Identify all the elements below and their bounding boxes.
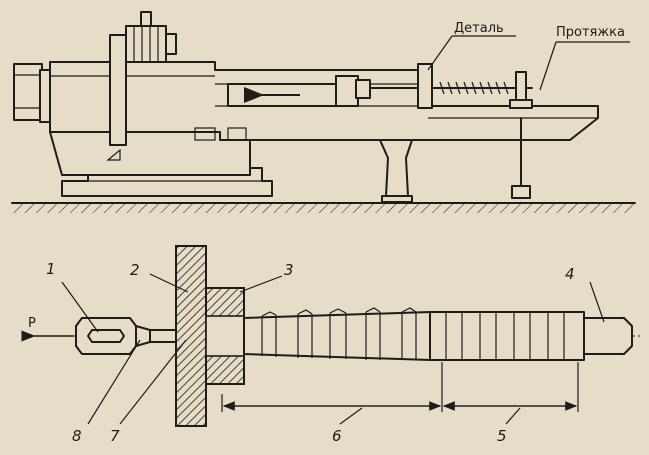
broach-assembly: P bbox=[21, 245, 640, 445]
fixture-plate bbox=[175, 245, 207, 427]
pillar-support bbox=[379, 139, 413, 203]
ram bbox=[227, 83, 337, 107]
part-label: Деталь bbox=[454, 21, 504, 36]
callout-4: 4 bbox=[565, 265, 575, 283]
callout-6: 6 bbox=[332, 427, 342, 445]
rear-support bbox=[509, 71, 533, 199]
machine-column bbox=[109, 11, 177, 146]
broach-tool bbox=[369, 81, 533, 95]
force-label: P bbox=[28, 316, 36, 331]
callout-5: 5 bbox=[497, 427, 507, 445]
drive-cylinder bbox=[13, 63, 55, 123]
calibrating-teeth bbox=[429, 311, 585, 361]
broach-holder bbox=[335, 75, 371, 107]
broach-label: Протяжка bbox=[556, 25, 625, 40]
callout-1: 1 bbox=[46, 260, 56, 278]
rear-guide bbox=[583, 317, 633, 355]
callout-2: 2 bbox=[130, 261, 140, 279]
workpiece bbox=[417, 63, 433, 109]
callout-8: 8 bbox=[72, 427, 82, 445]
floor bbox=[11, 202, 636, 213]
broach-shank bbox=[75, 317, 151, 355]
cutting-teeth bbox=[243, 307, 431, 361]
callout-7: 7 bbox=[110, 427, 120, 445]
broaching-machine: Деталь Протяжка bbox=[11, 11, 636, 213]
pull-force-arrow: P bbox=[21, 316, 74, 342]
dimension-lines bbox=[221, 362, 579, 412]
workpiece-holder bbox=[205, 287, 245, 385]
leader-lines bbox=[61, 273, 605, 425]
callout-3: 3 bbox=[284, 261, 294, 279]
